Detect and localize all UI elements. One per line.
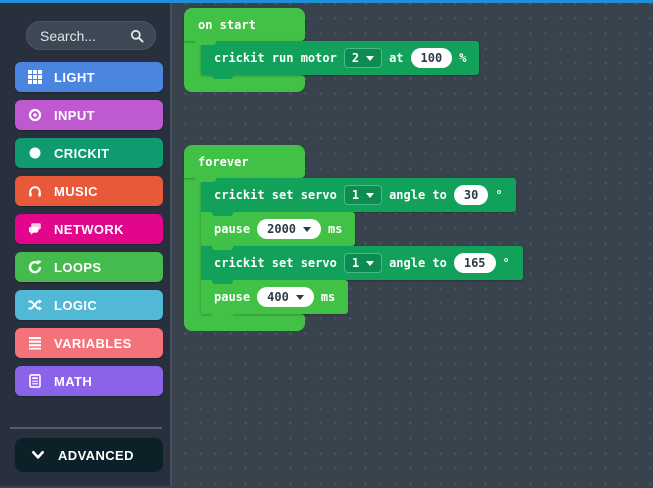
pause-block-2[interactable]: pause 400 ms [201, 280, 349, 318]
chevron-down-icon [30, 448, 45, 463]
category-label: MUSIC [54, 183, 98, 199]
category-label: CRICKIT [54, 145, 110, 161]
crickit-set-servo-block-1[interactable]: crickit set servo 1 angle to 30 ° [201, 178, 516, 216]
on-start-label: on start [198, 17, 256, 32]
sidebar-item-network[interactable]: NETWORK [15, 214, 163, 244]
motor-number-dropdown[interactable]: 2 [343, 48, 383, 68]
forever-bottom-lip [184, 314, 305, 331]
servo-number-value: 1 [351, 188, 360, 202]
on-start-spine [184, 41, 201, 75]
circle-dot-icon [27, 108, 42, 123]
degree-unit: ° [502, 256, 510, 270]
headphones-icon [27, 184, 42, 199]
pause-text: pause [214, 290, 251, 304]
forever-label-bar[interactable]: forever [184, 145, 305, 182]
motor-speed-input[interactable]: 100 [410, 48, 453, 68]
calculator-icon [27, 374, 42, 389]
sidebar-item-light[interactable]: LIGHT [15, 62, 163, 92]
servo-angle-input[interactable]: 165 [453, 253, 496, 273]
servo-angle-input[interactable]: 30 [453, 185, 489, 205]
sidebar-item-math[interactable]: MATH [15, 366, 163, 396]
motor-number-value: 2 [351, 51, 360, 65]
angle-to-text: angle to [389, 188, 447, 202]
header-divider [0, 0, 653, 3]
pause-text: pause [214, 222, 251, 236]
advanced-divider [10, 427, 162, 429]
servo-number-dropdown[interactable]: 1 [343, 253, 383, 273]
sidebar-item-crickit[interactable]: CRICKIT [15, 138, 163, 168]
dropdown-arrow-icon [366, 55, 375, 61]
search-icon[interactable] [129, 28, 144, 43]
percent-unit: % [459, 51, 467, 65]
advanced-label: ADVANCED [58, 447, 134, 463]
search-box[interactable] [26, 21, 156, 50]
crickit-run-motor-block[interactable]: crickit run motor 2 at 100 % [201, 41, 480, 79]
chat-icon [27, 222, 42, 237]
category-label: VARIABLES [54, 335, 132, 351]
run-motor-text: crickit run motor [214, 51, 337, 65]
sidebar-item-loops[interactable]: LOOPS [15, 252, 163, 282]
sidebar-item-variables[interactable]: VARIABLES [15, 328, 163, 358]
forever-label: forever [198, 154, 249, 169]
sidebar-item-music[interactable]: MUSIC [15, 176, 163, 206]
set-servo-text: crickit set servo [214, 188, 337, 202]
refresh-icon [27, 260, 42, 275]
on-start-bottom-lip [184, 75, 305, 92]
set-servo-text: crickit set servo [214, 256, 337, 270]
dropdown-arrow-icon [366, 192, 375, 198]
dropdown-arrow-icon [303, 226, 312, 232]
toolbox-sidebar: LIGHT INPUT CRICKIT MUSIC NETWORK LOOPS [0, 3, 170, 486]
crickit-set-servo-block-2[interactable]: crickit set servo 1 angle to 165 ° [201, 246, 523, 284]
pause-duration-dropdown[interactable]: 400 [257, 287, 314, 307]
run-motor-at-text: at [389, 51, 404, 65]
category-label: LIGHT [54, 69, 95, 85]
circle-icon [27, 146, 42, 161]
category-label: LOOPS [54, 259, 102, 275]
dropdown-arrow-icon [366, 260, 375, 266]
forever-block[interactable]: forever crickit set servo 1 angle to 30 … [184, 145, 523, 331]
category-label: MATH [54, 373, 93, 389]
pause-duration-value: 400 [267, 290, 289, 304]
sidebar-item-advanced[interactable]: ADVANCED [15, 438, 163, 472]
on-start-block[interactable]: on start crickit run motor 2 at 100 % [184, 8, 480, 92]
list-icon [27, 336, 42, 351]
sidebar-item-input[interactable]: INPUT [15, 100, 163, 130]
degree-unit: ° [495, 188, 503, 202]
servo-number-dropdown[interactable]: 1 [343, 185, 383, 205]
pause-duration-value: 2000 [267, 222, 297, 236]
pause-duration-dropdown[interactable]: 2000 [257, 219, 322, 239]
category-list: LIGHT INPUT CRICKIT MUSIC NETWORK LOOPS [0, 62, 170, 396]
category-label: NETWORK [54, 221, 124, 237]
dropdown-arrow-icon [295, 294, 304, 300]
pause-block-1[interactable]: pause 2000 ms [201, 212, 356, 250]
sidebar-item-logic[interactable]: LOGIC [15, 290, 163, 320]
category-label: INPUT [54, 107, 95, 123]
angle-to-text: angle to [389, 256, 447, 270]
forever-spine [184, 178, 201, 314]
servo-number-value: 1 [351, 256, 360, 270]
ms-unit: ms [320, 290, 336, 304]
blocks-workspace[interactable]: on start crickit run motor 2 at 100 % [170, 3, 653, 486]
search-input[interactable] [40, 27, 129, 44]
ms-unit: ms [328, 222, 343, 236]
editor-main: LIGHT INPUT CRICKIT MUSIC NETWORK LOOPS [0, 3, 653, 486]
grid-icon [27, 70, 42, 85]
shuffle-icon [27, 298, 42, 313]
on-start-label-bar[interactable]: on start [184, 8, 305, 45]
category-label: LOGIC [54, 297, 98, 313]
